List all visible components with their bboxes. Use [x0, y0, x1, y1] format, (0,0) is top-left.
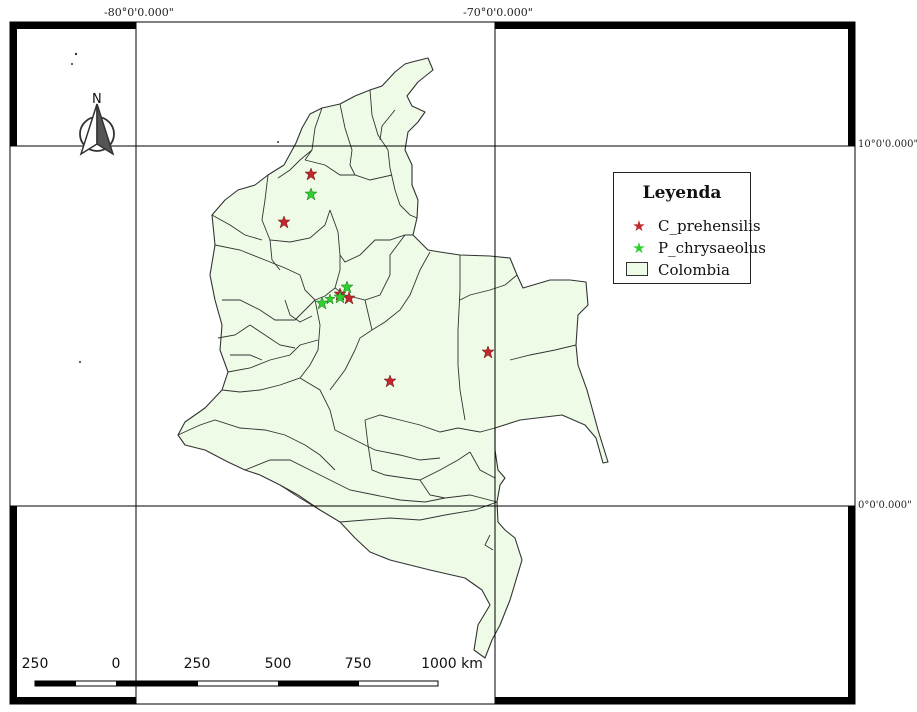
- scale-label: 250: [21, 656, 49, 672]
- lat-label-10n: 10°0'0.000": [858, 139, 917, 150]
- legend-item-c-prehensilis: ★ C_prehensilis: [628, 217, 761, 235]
- lat-label-0: 0°0'0.000": [858, 500, 912, 511]
- legend-item-label: C_prehensilis: [658, 217, 761, 235]
- point-c-prehensilis[interactable]: [277, 215, 291, 229]
- island-dot: [277, 141, 279, 143]
- colombia-polygon: [177, 57, 609, 659]
- legend-title: Leyenda: [642, 183, 722, 203]
- point-p-chrysaeolus[interactable]: [304, 187, 318, 201]
- point-p-chrysaeolus[interactable]: [315, 296, 329, 310]
- map-legend: Leyenda ★ C_prehensilis ★ P_chrysaeolus Co…: [613, 172, 766, 284]
- scale-bar: [34, 680, 439, 687]
- frame-bar-left-top: [10, 22, 17, 146]
- point-c-prehensilis[interactable]: [481, 345, 495, 359]
- scale-seg: [278, 681, 359, 686]
- scale-label: 250: [183, 656, 211, 672]
- legend-item-colombia: Colombia: [626, 261, 730, 279]
- legend-item-label: P_chrysaeolus: [658, 239, 767, 257]
- points-p-chrysaeolus: [304, 187, 354, 310]
- frame-bar-right-bottom: [848, 506, 855, 704]
- point-p-chrysaeolus[interactable]: [324, 293, 336, 305]
- frame-bar-right-top: [848, 22, 855, 146]
- frame-bar-bottom-right: [495, 697, 855, 704]
- point-p-chrysaeolus[interactable]: [333, 290, 347, 304]
- frame-bar-top-left: [10, 22, 136, 29]
- scale-label: 750: [344, 656, 372, 672]
- frame-bar-left-bottom: [10, 506, 17, 704]
- graticule: [10, 22, 855, 704]
- polygon-swatch-icon: [626, 262, 648, 276]
- legend-item-p-chrysaeolus: ★ P_chrysaeolus: [628, 239, 766, 257]
- scale-seg: [35, 681, 76, 686]
- star-icon: ★: [632, 217, 646, 235]
- scale-label: 0: [111, 656, 121, 672]
- lon-label-80w: -80°0'0.000": [104, 6, 174, 19]
- island-dot: [71, 63, 73, 65]
- point-p-chrysaeolus[interactable]: [340, 280, 354, 294]
- north-arrow-icon: [79, 103, 115, 156]
- frame-bar-top-right: [495, 22, 855, 29]
- point-c-prehensilis[interactable]: [304, 167, 318, 181]
- point-c-prehensilis[interactable]: [383, 374, 397, 388]
- frame-bar-bottom-left: [10, 697, 136, 704]
- legend-item-label: Colombia: [658, 261, 730, 279]
- north-arrow-label: N: [92, 92, 102, 107]
- lon-label-70w: -70°0'0.000": [463, 6, 533, 19]
- scale-label: 500: [264, 656, 292, 672]
- department-borders: [177, 89, 577, 551]
- star-icon: ★: [632, 239, 646, 257]
- island-dot: [74, 52, 78, 56]
- scale-seg: [116, 681, 198, 686]
- scale-label: 1000 km: [421, 656, 483, 672]
- island-dot: [79, 361, 81, 363]
